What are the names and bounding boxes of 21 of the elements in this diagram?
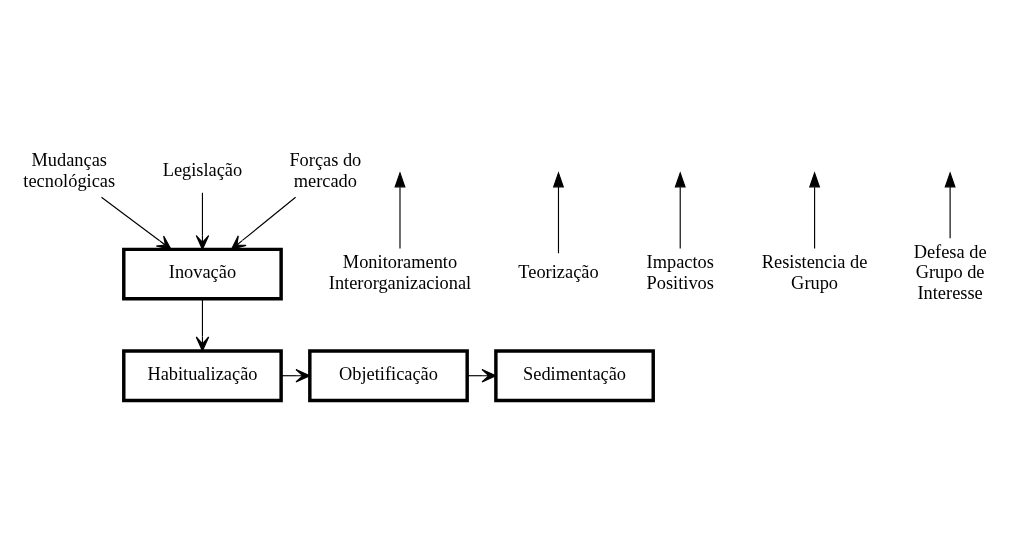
arrow: [808, 171, 821, 249]
arrow: [394, 171, 406, 249]
node-box: Objetificação: [308, 349, 469, 403]
node-text: Monitoramento Interorganizacional: [328, 252, 472, 293]
node-text: Resistencia de Grupo: [761, 252, 868, 293]
arrow: [195, 192, 210, 250]
arrow: [195, 298, 210, 352]
node-text: Mudanças tecnológicas: [23, 149, 116, 191]
node-box: Inovação: [122, 247, 283, 301]
node-box: Sedimentação: [494, 349, 655, 403]
node-text: Legislação: [162, 160, 243, 181]
arrow: [674, 171, 686, 249]
node-text: Impactos Positivos: [646, 252, 714, 293]
arrow: [230, 196, 297, 250]
node-text: Forças do mercado: [289, 149, 362, 191]
node-text: Defesa de Grupo de Interesse: [913, 241, 987, 304]
node-text: Teorização: [518, 262, 599, 283]
node-box: Habitualização: [122, 349, 283, 403]
arrow: [944, 171, 956, 239]
arrow: [552, 171, 565, 254]
arrow: [100, 196, 172, 250]
